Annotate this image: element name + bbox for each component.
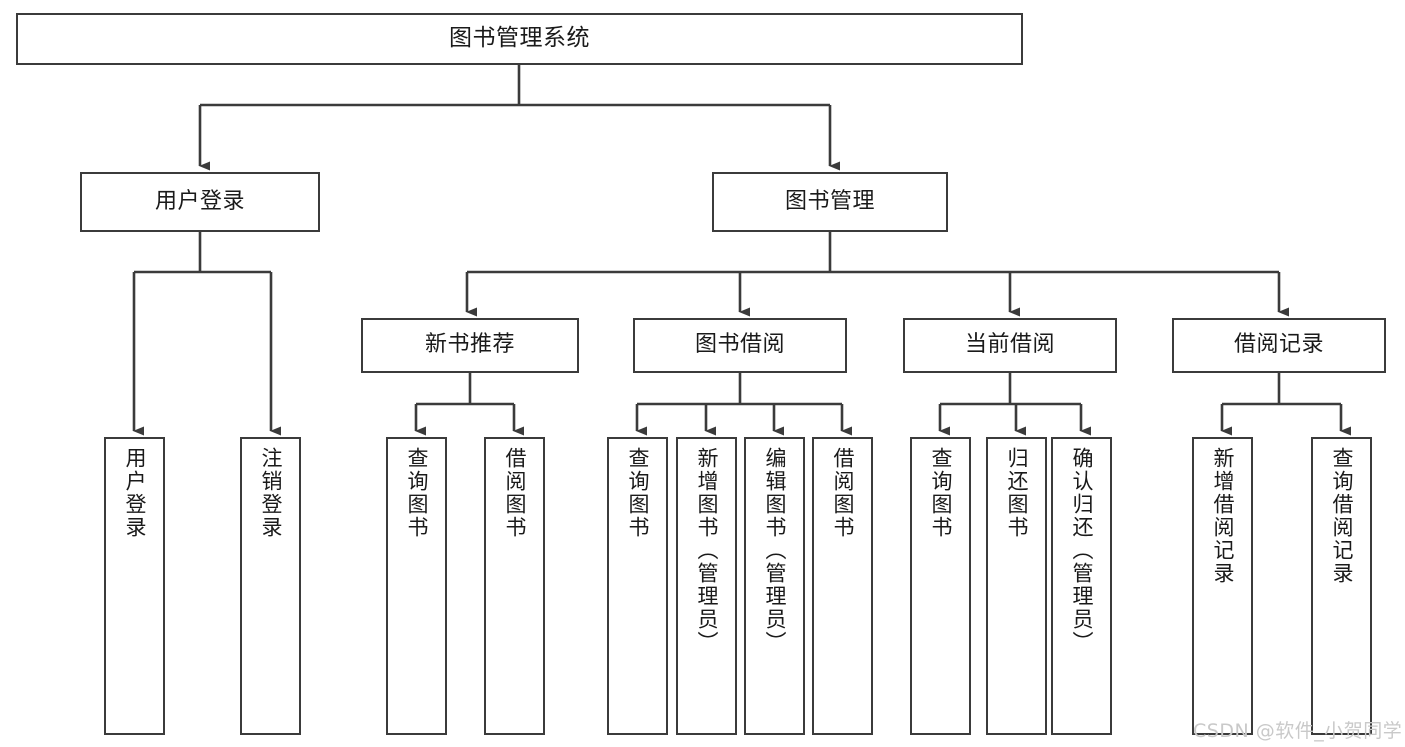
leaf-node-query-borrow-record-label: 查询借阅记录: [1330, 447, 1354, 585]
leaf-node-query-book-recommend[interactable]: 查询图书: [386, 437, 447, 735]
leaf-node-borrow-book-recommend-label: 借阅图书: [503, 447, 527, 539]
node-new-book-recommend-label: 新书推荐: [424, 332, 515, 358]
node-book-manage[interactable]: 图书管理: [712, 172, 948, 232]
node-borrow-record[interactable]: 借阅记录: [1172, 318, 1386, 373]
node-root-system-label: 图书管理系统: [449, 25, 590, 52]
leaf-node-add-borrow-record-label: 新增借阅记录: [1211, 447, 1235, 585]
node-book-manage-label: 图书管理: [784, 188, 875, 214]
leaf-node-query-book-borrow-label: 查询图书: [626, 447, 650, 539]
node-book-borrow-label: 图书借阅: [694, 332, 785, 358]
leaf-node-query-borrow-record[interactable]: 查询借阅记录: [1311, 437, 1372, 735]
node-borrow-record-label: 借阅记录: [1233, 332, 1324, 358]
leaf-node-borrow-book-borrow[interactable]: 借阅图书: [812, 437, 873, 735]
leaf-node-query-book-current[interactable]: 查询图书: [910, 437, 971, 735]
leaf-node-confirm-return-admin-label: 确认归还（管理员）: [1070, 447, 1094, 654]
leaf-node-borrow-book-borrow-label: 借阅图书: [831, 447, 855, 539]
leaf-node-query-book-recommend-label: 查询图书: [405, 447, 429, 539]
leaf-node-user-login[interactable]: 用户登录: [104, 437, 165, 735]
node-current-borrow[interactable]: 当前借阅: [903, 318, 1117, 373]
leaf-node-query-book-current-label: 查询图书: [929, 447, 953, 539]
leaf-node-return-book-label: 归还图书: [1005, 447, 1029, 539]
node-user-login[interactable]: 用户登录: [80, 172, 320, 232]
leaf-node-confirm-return-admin[interactable]: 确认归还（管理员）: [1051, 437, 1112, 735]
node-book-borrow[interactable]: 图书借阅: [633, 318, 847, 373]
leaf-node-return-book[interactable]: 归还图书: [986, 437, 1047, 735]
node-current-borrow-label: 当前借阅: [964, 332, 1055, 358]
leaf-node-edit-book-admin-label: 编辑图书（管理员）: [763, 447, 787, 654]
node-root-system[interactable]: 图书管理系统: [16, 13, 1023, 65]
leaf-node-add-borrow-record[interactable]: 新增借阅记录: [1192, 437, 1253, 735]
node-new-book-recommend[interactable]: 新书推荐: [361, 318, 579, 373]
leaf-node-logout-label: 注销登录: [259, 447, 283, 539]
leaf-node-edit-book-admin[interactable]: 编辑图书（管理员）: [744, 437, 805, 735]
leaf-node-query-book-borrow[interactable]: 查询图书: [607, 437, 668, 735]
leaf-node-borrow-book-recommend[interactable]: 借阅图书: [484, 437, 545, 735]
node-user-login-label: 用户登录: [154, 188, 245, 214]
csdn-watermark: CSDN @软件_小贺同学: [1193, 720, 1403, 742]
leaf-node-logout[interactable]: 注销登录: [240, 437, 301, 735]
leaf-node-add-book-admin[interactable]: 新增图书（管理员）: [676, 437, 737, 735]
leaf-node-user-login-label: 用户登录: [123, 447, 147, 539]
leaf-node-add-book-admin-label: 新增图书（管理员）: [695, 447, 719, 654]
